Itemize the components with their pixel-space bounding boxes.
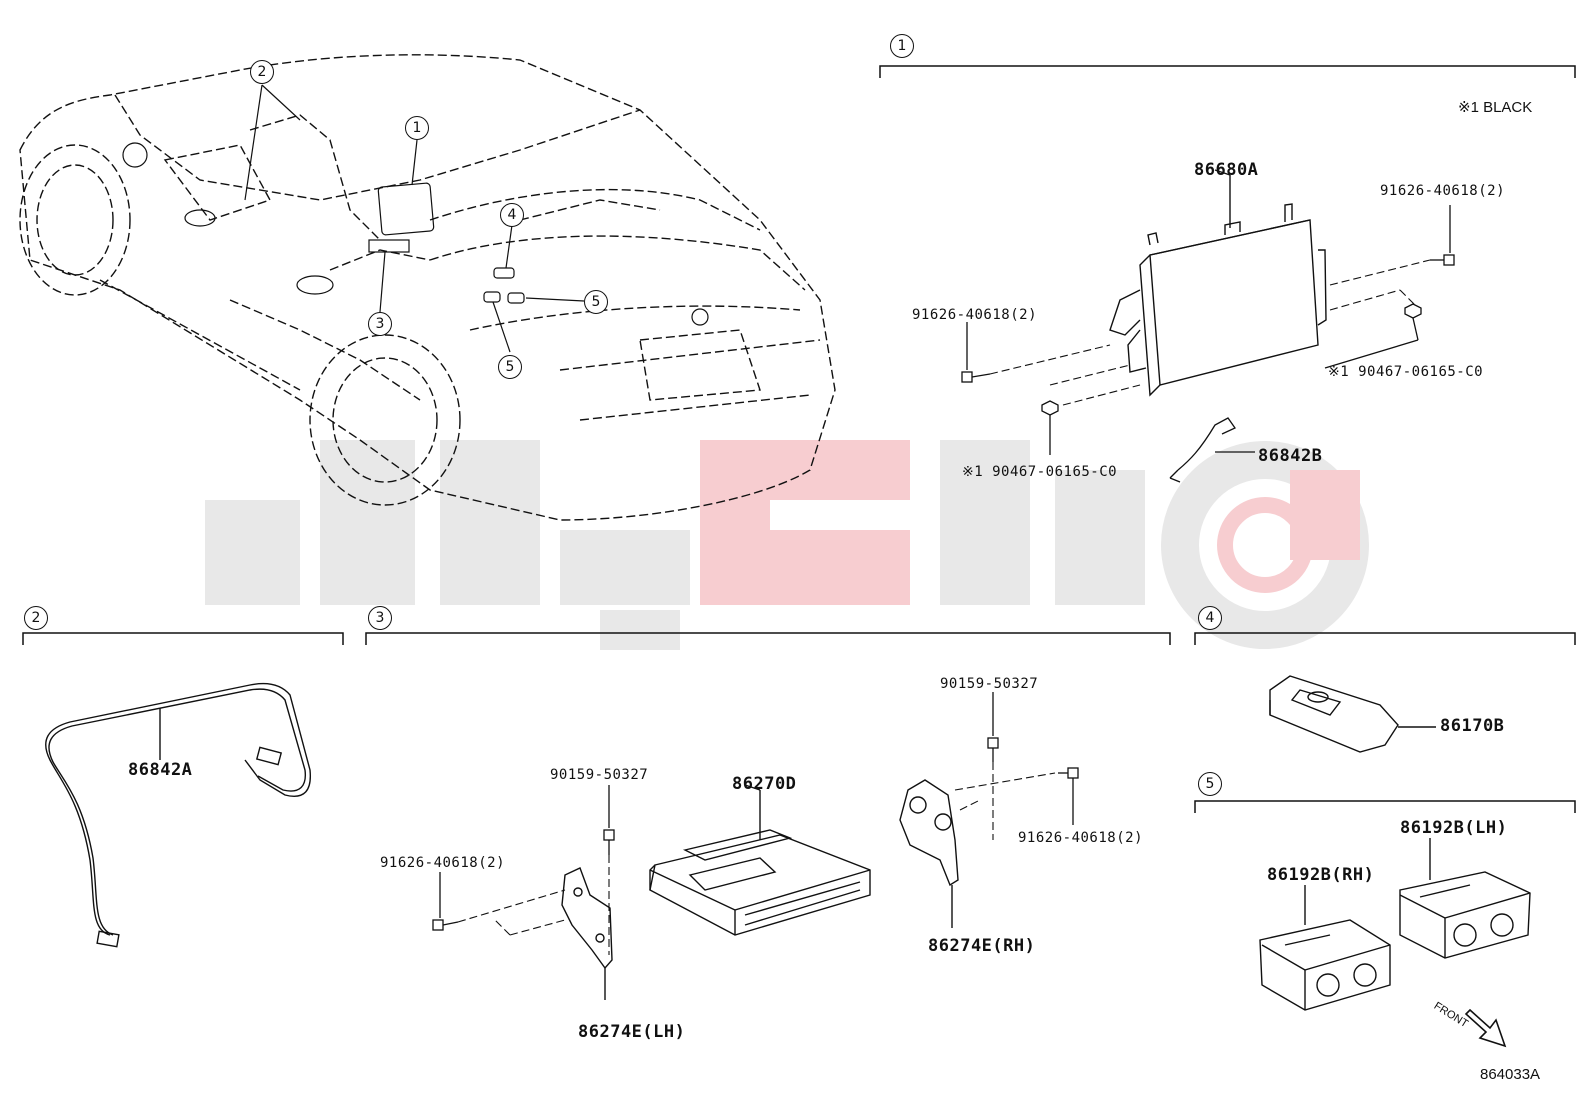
part-90159-50327-right: 90159-50327 xyxy=(940,676,1039,692)
part-86842A: 86842A xyxy=(128,760,193,780)
remote-86170B-drawing xyxy=(1269,675,1436,753)
car-callout-3: 3 xyxy=(368,312,392,336)
section-number-4: 4 xyxy=(1198,606,1222,630)
part-86274E-LH: 86274E(LH) xyxy=(578,1022,686,1042)
section-brackets xyxy=(22,65,1576,813)
part-86192B-LH: 86192B(LH) xyxy=(1400,818,1508,838)
part-91626-40618-top-right: 91626-40618(2) xyxy=(1380,183,1506,199)
control-module-86680A-drawing xyxy=(1109,169,1327,397)
part-90159-50327-left: 90159-50327 xyxy=(550,767,649,783)
car-callout-1: 1 xyxy=(405,116,429,140)
part-86192B-RH: 86192B(RH) xyxy=(1267,865,1375,885)
section-number-2: 2 xyxy=(24,606,48,630)
sec1-dashed-guides xyxy=(989,259,1431,406)
sec1-fasteners xyxy=(961,205,1455,483)
car-callout-2: 2 xyxy=(250,60,274,84)
sec3-fasteners xyxy=(432,692,1079,931)
watermark-logo xyxy=(205,440,1369,650)
jack-86192B-LH-drawing xyxy=(1399,838,1531,959)
part-86274E-RH: 86274E(RH) xyxy=(928,936,1036,956)
part-91626-40618-sec3-right: 91626-40618(2) xyxy=(1018,830,1144,846)
section-number-3: 3 xyxy=(368,606,392,630)
part-86170B: 86170B xyxy=(1440,716,1505,736)
car-callout-5-upper: 5 xyxy=(584,290,608,314)
part-91626-40618-left: 91626-40618(2) xyxy=(912,307,1038,323)
part-90467-06165-bottom: ※1 90467-06165-C0 xyxy=(962,464,1118,480)
section-number-5: 5 xyxy=(1198,772,1222,796)
car-outline xyxy=(19,54,836,521)
sec3-dashed-guides xyxy=(457,762,1056,955)
car-callout-4: 4 xyxy=(500,203,524,227)
bracket-86274E-LH-drawing xyxy=(561,867,613,1000)
cable-86842A-drawing xyxy=(45,682,312,948)
bracket-86274E-RH-drawing xyxy=(899,779,959,928)
car-callout-leaders xyxy=(244,84,585,353)
front-arrow-icon xyxy=(1464,1008,1507,1048)
part-86270D: 86270D xyxy=(732,774,797,794)
part-86680A: 86680A xyxy=(1194,160,1259,180)
radio-86270D-drawing xyxy=(649,784,871,936)
note-black: ※1 BLACK xyxy=(1458,99,1533,116)
part-86842B: 86842B xyxy=(1258,446,1323,466)
part-90467-06165-right: ※1 90467-06165-C0 xyxy=(1328,364,1484,380)
diagram-code: 864033A xyxy=(1480,1066,1541,1083)
car-details xyxy=(122,142,709,326)
car-callout-5-lower: 5 xyxy=(498,355,522,379)
jack-86192B-RH-drawing xyxy=(1259,885,1391,1011)
section-number-1: 1 xyxy=(890,34,914,58)
part-91626-40618-sec3-left: 91626-40618(2) xyxy=(380,855,506,871)
